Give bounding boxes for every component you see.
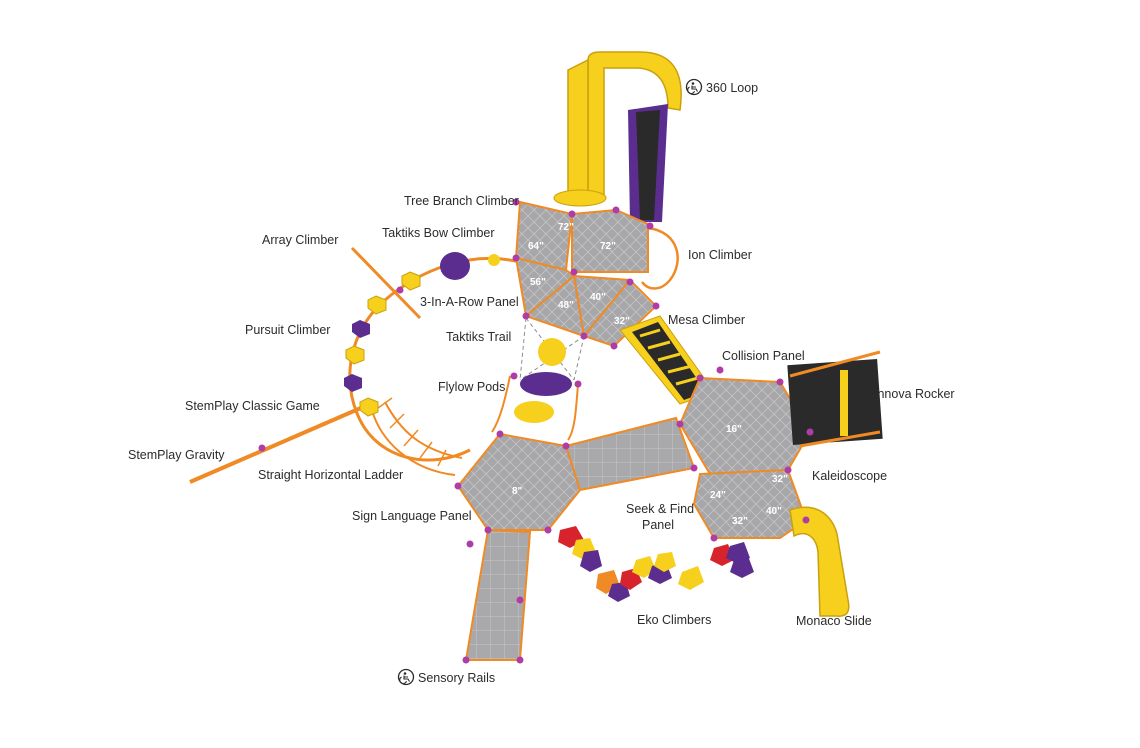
eko-climbers bbox=[558, 526, 754, 602]
accessibility-badge-icon bbox=[397, 668, 415, 686]
label-monaco-slide: Monaco Slide bbox=[796, 614, 872, 628]
flylow-pods bbox=[491, 372, 579, 441]
label-stemplay-gravity: StemPlay Gravity bbox=[128, 448, 225, 462]
measure-24: 24" bbox=[710, 490, 726, 501]
label-ion-climber: Ion Climber bbox=[688, 248, 752, 262]
label-seek-find: Seek & Find bbox=[626, 502, 694, 516]
stemplay-gravity-pole bbox=[189, 402, 371, 484]
label-mesa-climber: Mesa Climber bbox=[668, 313, 745, 327]
upper-tower-decks bbox=[514, 200, 658, 348]
label-stemplay-classic-game: StemPlay Classic Game bbox=[185, 399, 320, 413]
straight-ladder-rungs bbox=[377, 397, 447, 467]
taktiks-trail bbox=[519, 317, 585, 381]
label-sensory-rails: Sensory Rails bbox=[418, 671, 495, 685]
measure-32-lower: 32" bbox=[732, 516, 748, 527]
array-climber-pole bbox=[350, 246, 422, 320]
loop-360-structure bbox=[553, 51, 682, 222]
pursuit-climber-pods bbox=[344, 254, 500, 417]
taktiks-bow-climber bbox=[440, 252, 470, 280]
label-straight-horizontal-ladder: Straight Horizontal Ladder bbox=[258, 468, 403, 482]
label-eko-climbers: Eko Climbers bbox=[637, 613, 711, 627]
measure-32-upper: 32" bbox=[614, 316, 630, 327]
measure-16: 16" bbox=[726, 424, 742, 435]
middle-decks bbox=[456, 376, 812, 661]
label-array-climber: Array Climber bbox=[262, 233, 338, 247]
straight-ladder-rails bbox=[371, 401, 463, 476]
label-tree-branch-climber: Tree Branch Climber bbox=[404, 194, 519, 208]
support-posts bbox=[258, 198, 814, 664]
measure-72-left: 72" bbox=[558, 222, 574, 233]
label-collision-panel: Collision Panel bbox=[722, 349, 805, 363]
ion-climber bbox=[641, 226, 679, 290]
label-360-loop: 360 Loop bbox=[706, 81, 758, 95]
label-sign-language-panel: Sign Language Panel bbox=[352, 509, 472, 523]
measure-64: 64" bbox=[528, 241, 544, 252]
label-3-in-a-row-panel: 3-In-A-Row Panel bbox=[420, 295, 519, 309]
label-flylow-pods: Flylow Pods bbox=[438, 380, 505, 394]
measure-48: 48" bbox=[558, 300, 574, 311]
label-pursuit-climber: Pursuit Climber bbox=[245, 323, 330, 337]
measure-32-right: 32" bbox=[772, 474, 788, 485]
monaco-slide bbox=[789, 506, 850, 617]
accessibility-badge-icon bbox=[685, 78, 703, 96]
label-seek-find-panel: Panel bbox=[642, 518, 674, 532]
label-innova-rocker: Innova Rocker bbox=[874, 387, 955, 401]
label-kaleidoscope: Kaleidoscope bbox=[812, 469, 887, 483]
measure-40-upper: 40" bbox=[590, 292, 606, 303]
label-taktiks-trail: Taktiks Trail bbox=[446, 330, 511, 344]
innova-rocker bbox=[787, 350, 883, 448]
measure-56: 56" bbox=[530, 277, 546, 288]
label-taktiks-bow-climber: Taktiks Bow Climber bbox=[382, 226, 495, 240]
measure-40-lower: 40" bbox=[766, 506, 782, 517]
measure-8: 8" bbox=[512, 486, 523, 497]
mesa-climber-ramp bbox=[619, 315, 715, 405]
measure-72-right: 72" bbox=[600, 241, 616, 252]
